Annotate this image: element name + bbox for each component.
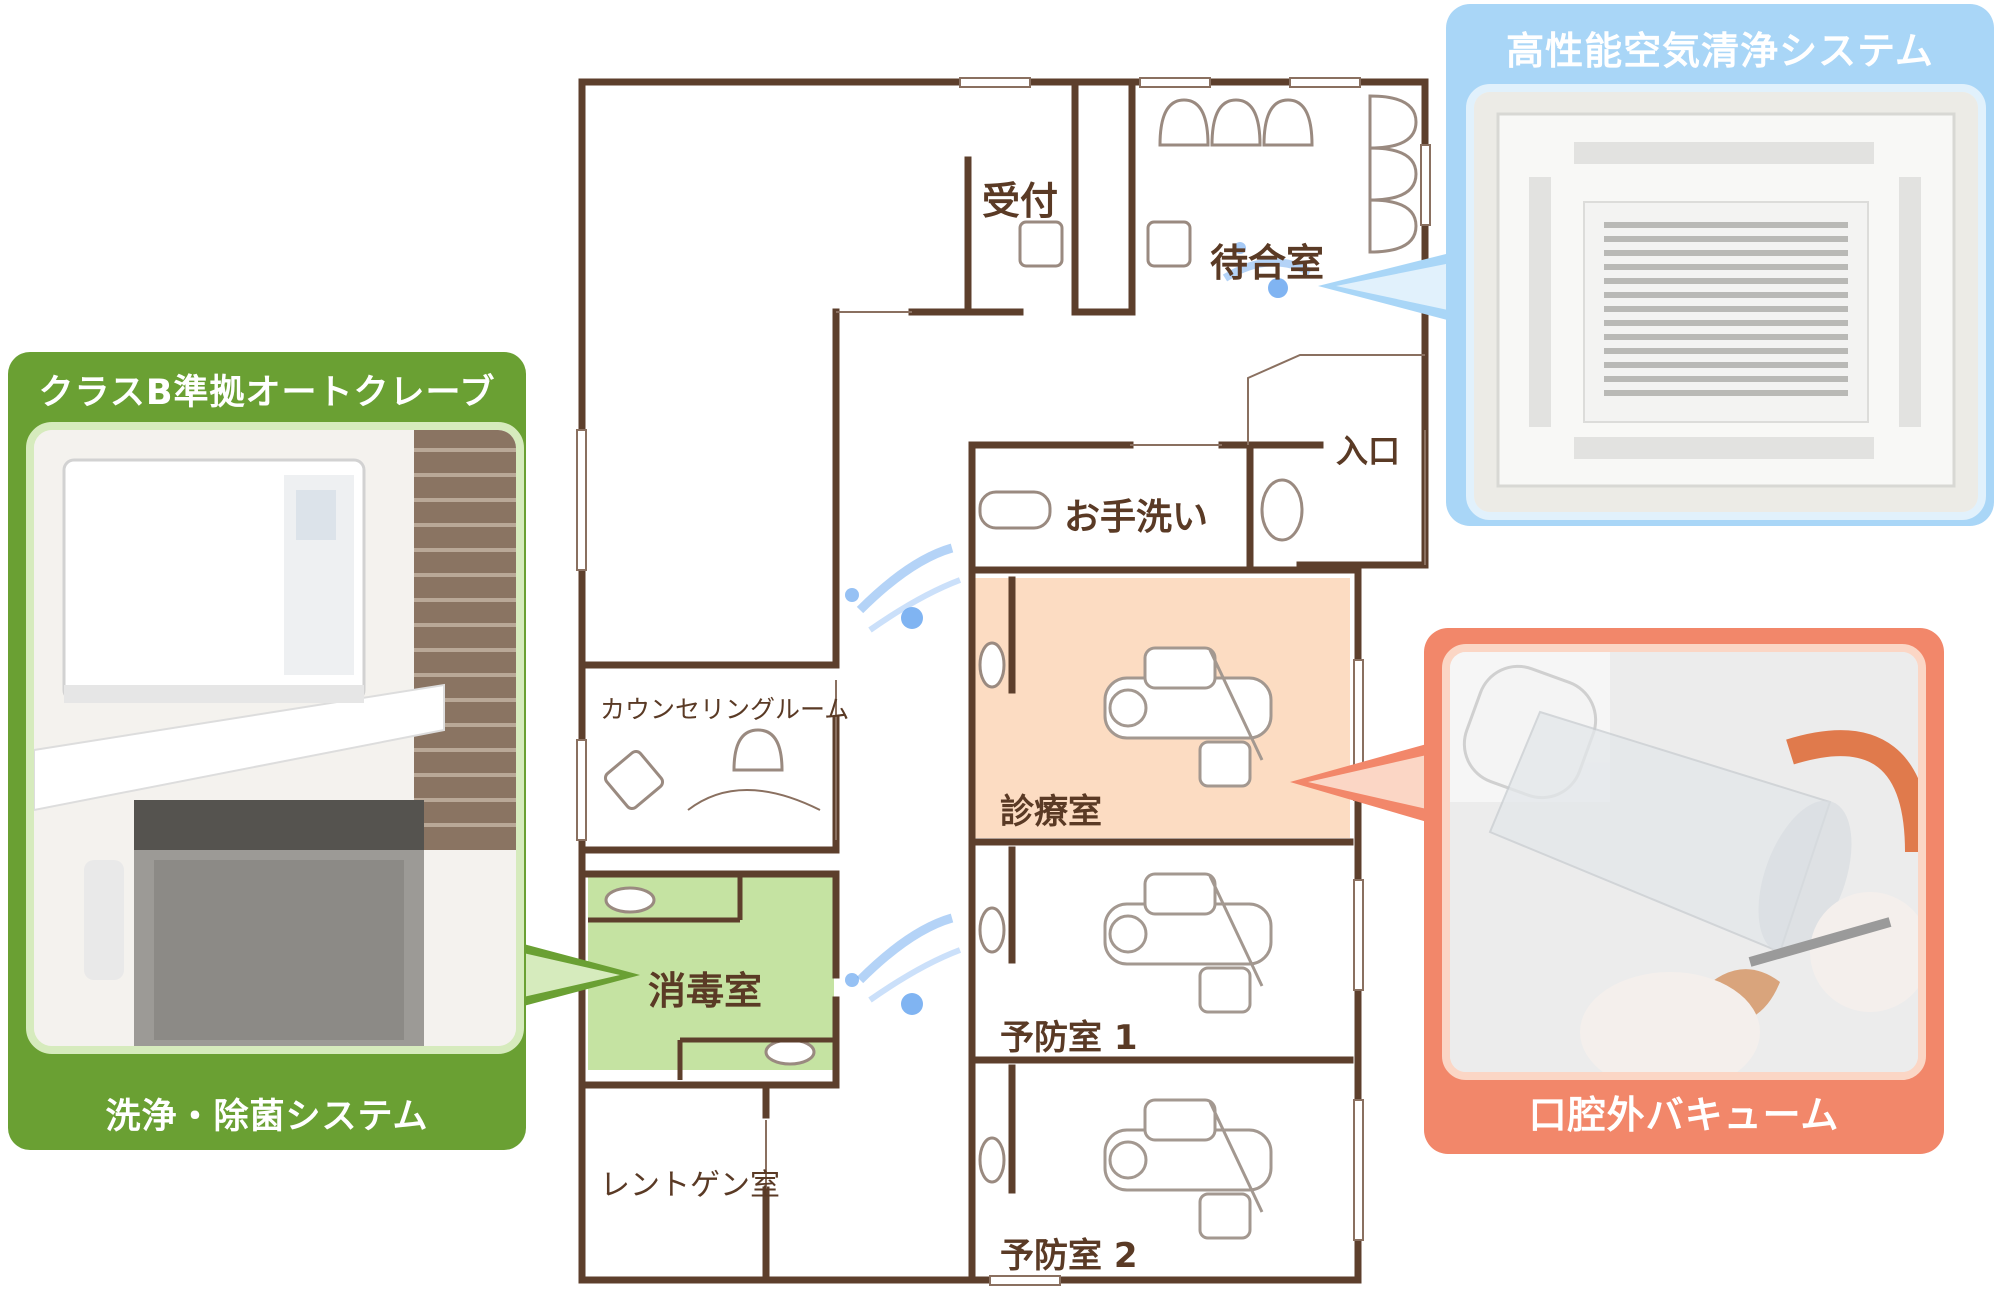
- furniture: [603, 94, 1418, 1184]
- autoclave-photo: [26, 422, 524, 1054]
- room-label-reception: 受付: [982, 179, 1059, 223]
- doors: [687, 311, 1426, 1190]
- room-label-waiting: 待合室: [1210, 241, 1325, 285]
- room-label-sterilization: 消毒室: [648, 969, 763, 1013]
- counter-lines: [588, 874, 834, 1080]
- autoclave-illustration: [34, 430, 516, 1046]
- vacuum-illustration: [1450, 652, 1918, 1072]
- vacuum-panel: 口腔外バキューム: [1424, 628, 1944, 1154]
- room-label-handwash: お手洗い: [1064, 497, 1209, 538]
- autoclave-panel-title: クラスB準拠オートクレーブ: [38, 373, 496, 413]
- autoclave-panel-caption: 洗浄・除菌システム: [105, 1097, 429, 1137]
- air-flow-icon-corridor-top: [845, 543, 962, 633]
- windows: [576, 77, 1431, 1286]
- air-flow-icons: [845, 242, 1312, 1015]
- ceiling-unit-illustration: [1474, 92, 1978, 512]
- air-purifier-panel-title: 高性能空気清浄システム: [1506, 29, 1934, 73]
- room-label-prevention-1: 予防室 1: [1000, 1018, 1138, 1058]
- air-callout-pointer-inner: [1336, 258, 1476, 316]
- room-label-prevention-2: 予防室 2: [1000, 1236, 1138, 1276]
- autoclave-panel: クラスB準拠オートクレーブ: [8, 352, 526, 1150]
- air-flow-icon-waiting: [1222, 242, 1312, 298]
- air-purifier-photo: [1466, 84, 1986, 520]
- air-flow-icon-corridor-bottom: [845, 913, 962, 1015]
- vacuum-panel-caption: 口腔外バキューム: [1528, 1093, 1840, 1137]
- vacuum-photo: [1442, 644, 1926, 1080]
- room-label-counseling: カウンセリングルーム: [600, 695, 850, 724]
- air-purifier-panel: 高性能空気清浄システム: [1446, 4, 1994, 526]
- room-label-entrance: 入口: [1336, 432, 1401, 470]
- autoclave-callout-pointer-inner: [510, 950, 620, 1000]
- room-label-treatment: 診療室: [1000, 792, 1102, 832]
- dental-chairs: [1103, 646, 1273, 1240]
- walls: [578, 78, 1429, 1284]
- vacuum-callout-pointer-inner: [1308, 752, 1440, 812]
- room-label-xray: レントゲン室: [600, 1168, 780, 1203]
